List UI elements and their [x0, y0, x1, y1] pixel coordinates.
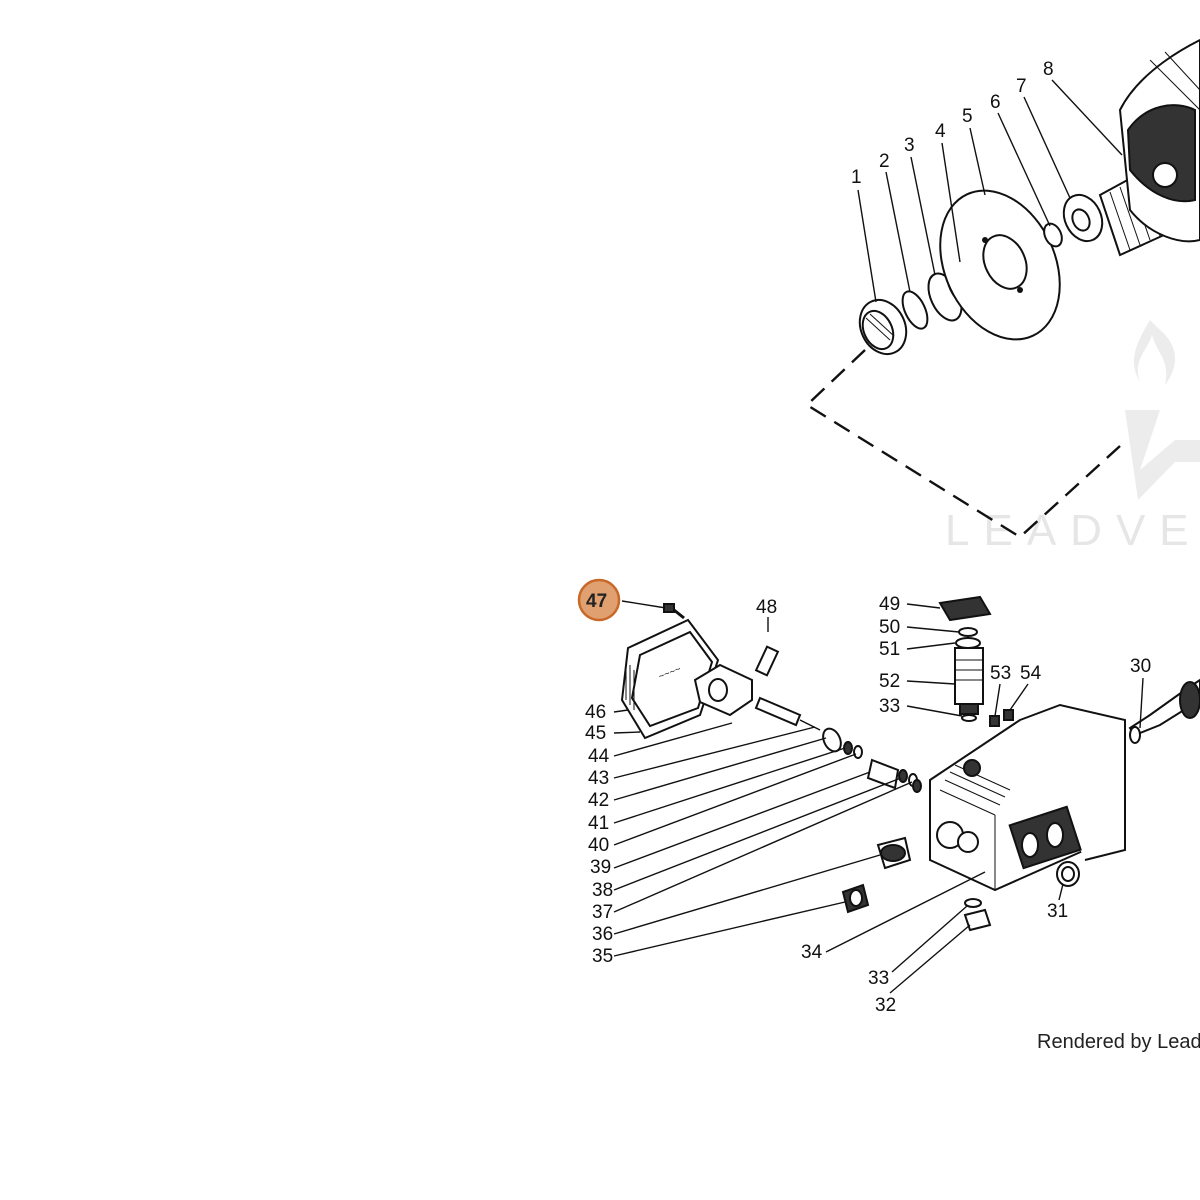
part-31-seal	[1056, 861, 1080, 887]
part-47-screw	[621, 600, 685, 620]
callout-6[interactable]: 6	[990, 92, 1001, 113]
callout-31[interactable]: 31	[1047, 901, 1068, 922]
part-8-motor-housing	[1118, 38, 1200, 243]
callout-36[interactable]: 36	[592, 924, 613, 945]
part-35-bush	[841, 883, 870, 914]
part-32-plug	[963, 898, 992, 932]
callout-44[interactable]: 44	[588, 746, 610, 767]
callout-1[interactable]: 1	[851, 167, 862, 188]
callout-52[interactable]: 52	[879, 671, 900, 692]
part-46-cover: ~~~~	[620, 618, 720, 740]
callout-33-lower[interactable]: 33	[868, 968, 889, 989]
callout-53[interactable]: 53	[990, 663, 1011, 684]
callout-labels: 1 2 3 4 5 6 7 8 30 31 32 33 33 34 35 36 …	[577, 59, 1151, 1016]
callout-46[interactable]: 46	[585, 702, 606, 723]
part-5-flange	[939, 189, 1061, 341]
part-1-bearing	[858, 298, 908, 356]
watermark-text: LEADVEN	[945, 506, 1200, 555]
callout-30[interactable]: 30	[1130, 656, 1151, 677]
callout-8[interactable]: 8	[1043, 59, 1054, 80]
callout-48[interactable]: 48	[756, 597, 777, 618]
callout-5[interactable]: 5	[962, 106, 973, 127]
callout-32[interactable]: 32	[875, 995, 896, 1016]
callout-54[interactable]: 54	[1020, 663, 1042, 684]
part-2-circlip	[901, 290, 929, 330]
callout-51[interactable]: 51	[879, 639, 900, 660]
callout-37[interactable]: 37	[592, 902, 613, 923]
callout-47-highlight[interactable]: 47	[577, 578, 621, 622]
part-53-54-fittings	[989, 709, 1014, 727]
callout-47-badge[interactable]	[577, 578, 621, 622]
pump-assembly: ~~~~	[613, 595, 1200, 994]
callout-43[interactable]: 43	[588, 768, 609, 789]
callout-38[interactable]: 38	[592, 880, 613, 901]
callout-45[interactable]: 45	[585, 723, 606, 744]
callout-4[interactable]: 4	[935, 121, 946, 142]
pump-block	[929, 703, 1126, 892]
bottom-leader-lines	[613, 603, 1144, 994]
part-48-pin	[754, 617, 780, 677]
callout-40[interactable]: 40	[588, 835, 609, 856]
callout-33-upper[interactable]: 33	[879, 696, 900, 717]
watermark-flame-logo	[1125, 320, 1200, 500]
top-leader-lines	[857, 79, 1123, 303]
part-44-yoke	[693, 663, 753, 717]
part-34-plug	[876, 836, 912, 870]
callout-2[interactable]: 2	[879, 151, 890, 172]
callout-41[interactable]: 41	[588, 813, 609, 834]
part-6-washer	[1043, 222, 1063, 248]
part-49-52-valve	[938, 595, 992, 722]
part-30-camshaft	[1128, 678, 1200, 744]
motor-assembly	[805, 38, 1200, 539]
shaft-parts	[754, 696, 922, 793]
part-7-bearing	[1062, 193, 1104, 243]
dashed-group-line	[805, 349, 1121, 539]
callout-34[interactable]: 34	[801, 942, 823, 963]
watermark: LEADVEN	[945, 320, 1200, 555]
callout-50[interactable]: 50	[879, 617, 900, 638]
callout-35[interactable]: 35	[592, 946, 613, 967]
callout-7[interactable]: 7	[1016, 76, 1027, 97]
callout-47[interactable]: 47	[586, 591, 607, 612]
callout-3[interactable]: 3	[904, 135, 915, 156]
callout-49[interactable]: 49	[879, 594, 900, 615]
callout-39[interactable]: 39	[590, 857, 611, 878]
render-credit: Rendered by LeadVe	[1037, 1031, 1200, 1053]
callout-42[interactable]: 42	[588, 790, 609, 811]
